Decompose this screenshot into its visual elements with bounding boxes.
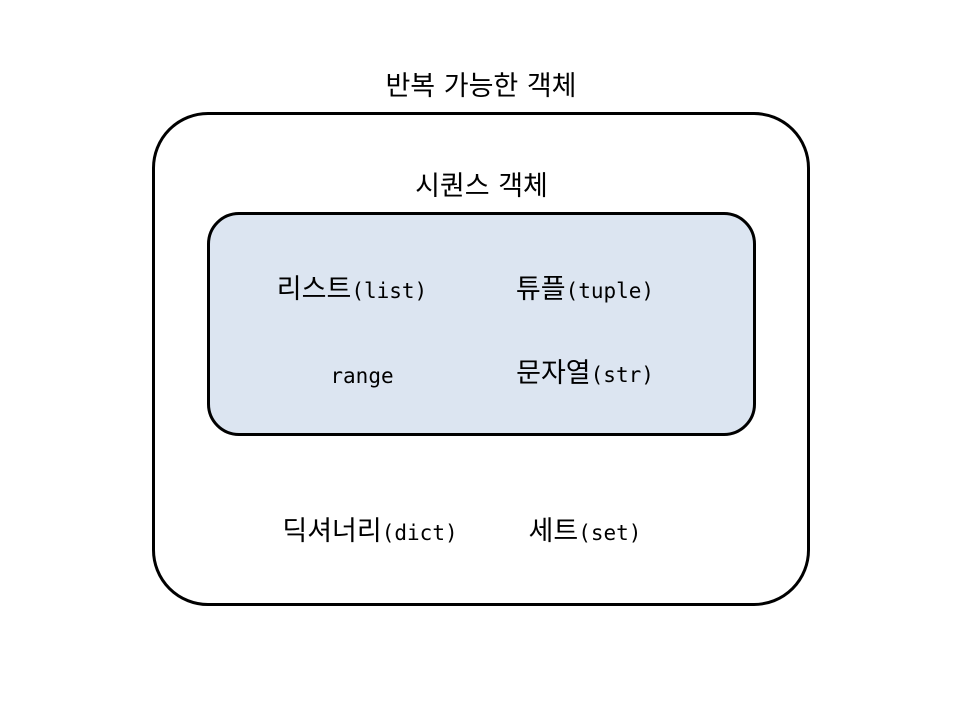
iterable-item-set-english: (set) bbox=[578, 521, 642, 545]
sequence-item-str-korean: 문자열 bbox=[516, 358, 591, 389]
iterable-item-dict: 딕셔너리(dict) bbox=[255, 514, 485, 553]
inner-set-box bbox=[207, 212, 756, 436]
sequence-item-range: range bbox=[247, 358, 477, 394]
iterable-item-set-korean: 세트 bbox=[528, 516, 579, 547]
sequence-item-str-english: (str) bbox=[590, 363, 654, 387]
sequence-item-str: 문자열(str) bbox=[470, 356, 700, 395]
sequence-item-range-english: range bbox=[330, 364, 394, 388]
iterable-item-set: 세트(set) bbox=[470, 514, 700, 553]
sequence-item-list-korean: 리스트 bbox=[276, 274, 352, 305]
sequence-item-list: 리스트(list) bbox=[237, 272, 467, 311]
inner-set-label: 시퀀스 객체 bbox=[415, 171, 548, 202]
iterable-item-dict-english: (dict) bbox=[381, 521, 458, 545]
iterable-item-dict-korean: 딕셔너리 bbox=[282, 516, 382, 547]
sequence-item-tuple-english: (tuple) bbox=[565, 279, 655, 303]
sequence-item-list-english: (list) bbox=[351, 279, 428, 303]
sequence-item-tuple: 튜플(tuple) bbox=[470, 272, 700, 311]
outer-set-label: 반복 가능한 객체 bbox=[385, 71, 577, 102]
sequence-item-tuple-korean: 튜플 bbox=[515, 274, 566, 305]
